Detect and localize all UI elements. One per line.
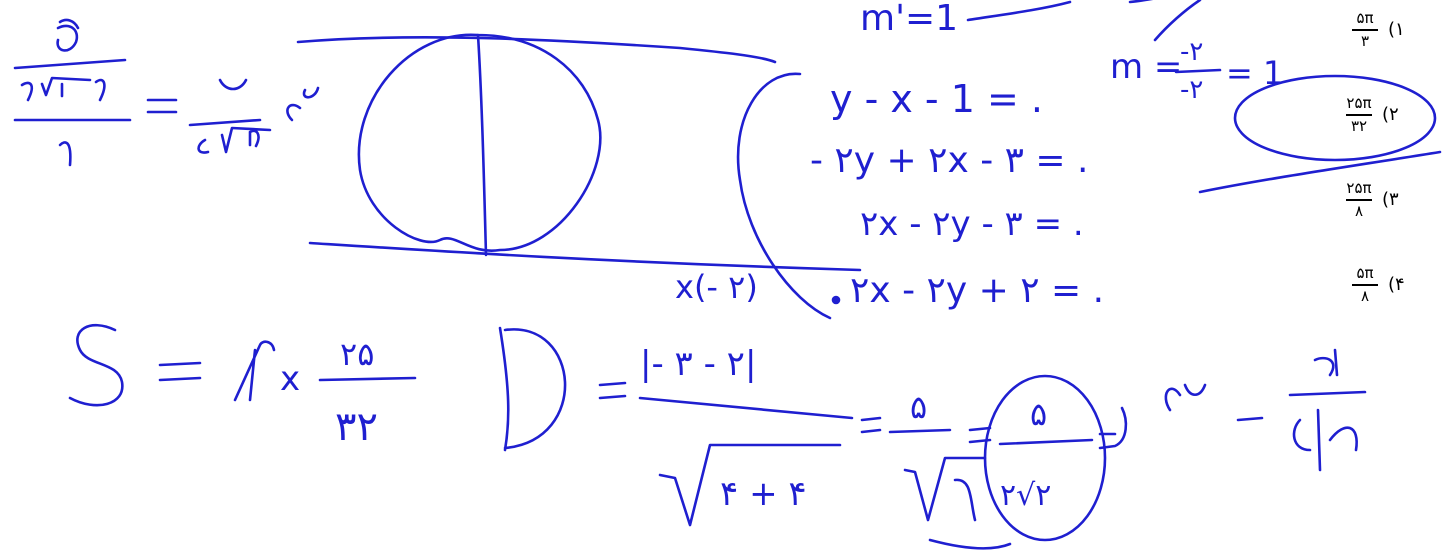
fraction-bar [1346,114,1372,116]
choice-4: ۵π ۸ (۴ [1352,265,1405,305]
circle-figure [296,33,862,320]
choice-1-numerator: ۵π [1356,9,1374,27]
eq2-text: - ۲y + ۲x - ۳ = . [810,140,1088,181]
fraction-bar [1352,29,1378,31]
fraction-bar [1346,199,1372,201]
choice-4-denominator: ۸ [1360,286,1370,305]
distance-expression: |- ۳ - ۲| ۴ + ۴ ۵ ۵ ۲√۲ [498,326,1128,550]
equations: y - x - 1 = . - ۲y + ۲x - ۳ = . ۲x - ۲y … [675,77,1104,311]
slope-top-text: m'=1 [860,0,958,39]
slope-result: = 1 [1226,54,1283,92]
five-a: ۵ [910,388,927,426]
x-sign: x [280,359,300,399]
choice-2: ۲۵π ۳۲ (۲ [1346,95,1399,135]
choice-3-number: (۳ [1382,189,1399,211]
choice-1-denominator: ۳ [1360,31,1370,50]
area-expression: x ۲۵ ۳۲ [68,324,417,450]
den-b: ۲√۲ [1000,478,1051,513]
choice-1-number: (۱ [1388,19,1405,41]
slope-calc-text: m = [1110,47,1182,87]
choice-3-fraction: ۲۵π ۸ [1346,180,1372,220]
choice-3-numerator: ۲۵π [1346,179,1372,197]
choice-3-denominator: ۸ [1354,201,1364,220]
mult-text: x(- ۲) [675,268,758,306]
choice-2-numerator: ۲۵π [1346,94,1372,112]
eq1-text: y - x - 1 = . [830,77,1043,121]
dist-den: ۴ + ۴ [720,474,807,514]
choice-1: ۵π ۳ (۱ [1352,10,1405,50]
left-fraction [13,18,320,167]
choice-4-fraction: ۵π ۸ [1352,265,1378,305]
choice-3: ۲۵π ۸ (۳ [1346,180,1399,220]
choice-2-number: (۲ [1382,104,1399,126]
eq4-text: ۲x - ۲y + ۲ = . [850,270,1104,311]
answer-mark [1198,74,1442,194]
choice-4-numerator: ۵π [1356,264,1374,282]
slope-den: -۲ [1180,75,1203,105]
radius-result [1164,348,1367,472]
fraction-bar [1352,284,1378,286]
choice-2-fraction: ۲۵π ۳۲ [1346,95,1372,135]
choice-2-denominator: ۳۲ [1350,116,1368,135]
dist-num: |- ۳ - ۲| [640,344,756,384]
eq3-text: ۲x - ۲y - ۳ = . [860,204,1084,244]
five-b: ۵ [1030,395,1047,433]
choice-4-number: (۴ [1388,274,1405,296]
choice-1-fraction: ۵π ۳ [1352,10,1378,50]
area-den: ۳۲ [335,404,378,450]
slope-num: -۲ [1180,37,1203,67]
area-num: ۲۵ [340,335,374,373]
